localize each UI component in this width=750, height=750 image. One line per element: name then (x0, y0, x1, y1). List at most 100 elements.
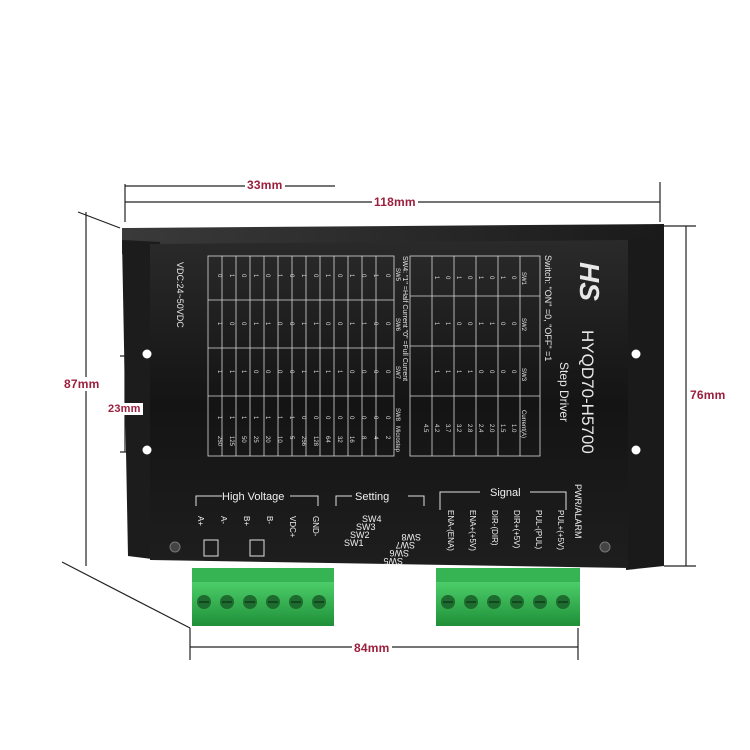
microstep-cell: 0 (372, 370, 378, 374)
microstep-cell: 0 (264, 274, 270, 278)
high-voltage-title: High Voltage (222, 491, 284, 503)
microstep-cell: 0 (384, 322, 390, 326)
current-cell: 1 (444, 322, 450, 326)
microstep-cell: 16 (348, 436, 354, 443)
microstep-cell: 1 (264, 322, 270, 326)
switch-label: SW7 (395, 540, 415, 550)
microstep-cell: 1 (264, 416, 270, 420)
microstep-cell: 1 (348, 322, 354, 326)
microstep-cell: 0 (324, 322, 330, 326)
current-cell: 1 (488, 322, 494, 326)
microstep-cell: 1 (228, 274, 234, 278)
current-cell: 1 (433, 370, 439, 374)
current-cell: 4.5 (422, 424, 428, 433)
microstep-header: SW6 (394, 318, 400, 332)
switch-label: SW8 (401, 532, 421, 542)
microstep-cell: 0 (216, 274, 222, 278)
mount-hole (631, 349, 641, 359)
current-cell: 1 (499, 276, 505, 280)
microstep-cell: 1 (252, 416, 258, 420)
signal-title: Signal (490, 487, 521, 499)
current-cell: 1 (433, 276, 439, 280)
switch-label: SW4 (362, 514, 382, 524)
microstep-cell: 0 (228, 322, 234, 326)
microstep-cell: 0 (348, 416, 354, 420)
current-cell: 1 (455, 370, 461, 374)
current-cell: 1.0 (510, 424, 516, 433)
microstep-cell: 1 (336, 370, 342, 374)
mount-hole (631, 445, 641, 455)
microstep-cell: 1 (216, 416, 222, 420)
current-cell: 1.5 (499, 424, 505, 433)
microstep-cell: 0 (336, 416, 342, 420)
current-cell: 0 (510, 322, 516, 326)
microstep-cell: 1 (252, 274, 258, 278)
microstep-cell: 1 (288, 416, 294, 420)
microstep-cell: 0 (276, 370, 282, 374)
model-name: HYQD70-H5700 (578, 330, 597, 454)
microstep-cell: 250 (216, 436, 222, 447)
microstep-header: SW5 (394, 268, 400, 282)
current-cell: 0 (510, 370, 516, 374)
current-cell: 0 (466, 276, 472, 280)
setting-title: Setting (355, 491, 389, 503)
current-cell: 1 (444, 370, 450, 374)
microstep-cell: 128 (312, 436, 318, 447)
logo: HS (574, 262, 605, 301)
microstep-cell: 0 (240, 274, 246, 278)
microstep-cell: 1 (276, 416, 282, 420)
mount-hole (142, 349, 152, 359)
microstep-cell: 0 (264, 370, 270, 374)
current-cell: 0 (510, 276, 516, 280)
current-cell: 3.7 (444, 424, 450, 433)
dimension-87mm: 87mm (62, 377, 102, 391)
pin-label: GND- (311, 516, 320, 537)
microstep-cell: 1 (228, 370, 234, 374)
current-cell: 1 (433, 322, 439, 326)
microstep-cell: 25 (252, 436, 258, 443)
sw4-note: SW4: "1" =Half Current "0" =Full Current (401, 256, 408, 381)
current-cell: 0 (477, 370, 483, 374)
microstep-cell: 0 (348, 370, 354, 374)
microstep-cell: 0 (240, 322, 246, 326)
microstep-header: SW8 (394, 408, 400, 422)
microstep-cell: 1 (276, 274, 282, 278)
section-brackets (195, 491, 567, 510)
current-cell: 0 (444, 276, 450, 280)
microstep-cell: 0 (384, 370, 390, 374)
current-cell: 0 (488, 276, 494, 280)
current-header: Current(A) (520, 410, 526, 438)
current-cell: 2.8 (466, 424, 472, 433)
microstep-cell: 64 (324, 436, 330, 443)
current-cell: 4.2 (433, 424, 439, 433)
microstep-cell: 4 (372, 436, 378, 440)
current-cell: 0 (455, 322, 461, 326)
microstep-cell: 1 (348, 274, 354, 278)
pin-label: VDC+ (288, 516, 297, 538)
current-cell: 1 (477, 276, 483, 280)
microstep-cell: 1 (300, 274, 306, 278)
microstep-cell: 8 (360, 436, 366, 440)
microstep-cell: 32 (336, 436, 342, 443)
signal-pin-label: ENA-(ENA) (446, 510, 455, 551)
microstep-cell: 1 (300, 370, 306, 374)
current-cell: 3.2 (455, 424, 461, 433)
current-header: SW2 (520, 318, 526, 332)
microstep-cell: 5 (288, 436, 294, 440)
signal-pin-label: DIR-(DIR) (490, 510, 499, 546)
microstep-header: SW7 (394, 366, 400, 380)
microstep-cell: 0 (288, 322, 294, 326)
current-cell: 0 (488, 370, 494, 374)
microstep-cell: 1 (312, 322, 318, 326)
switch-label: SW3 (356, 522, 376, 532)
dimension-23mm: 23mm (106, 403, 143, 415)
terminal-block-signal (436, 568, 580, 626)
current-cell: 1 (455, 276, 461, 280)
current-table (409, 255, 541, 457)
microstep-cell: 0 (372, 416, 378, 420)
microstep-cell: 0 (324, 416, 330, 420)
current-cell: 1 (477, 322, 483, 326)
driver-body (122, 224, 664, 570)
microstep-cell: 0 (288, 274, 294, 278)
microstep-cell: 125 (228, 436, 234, 447)
